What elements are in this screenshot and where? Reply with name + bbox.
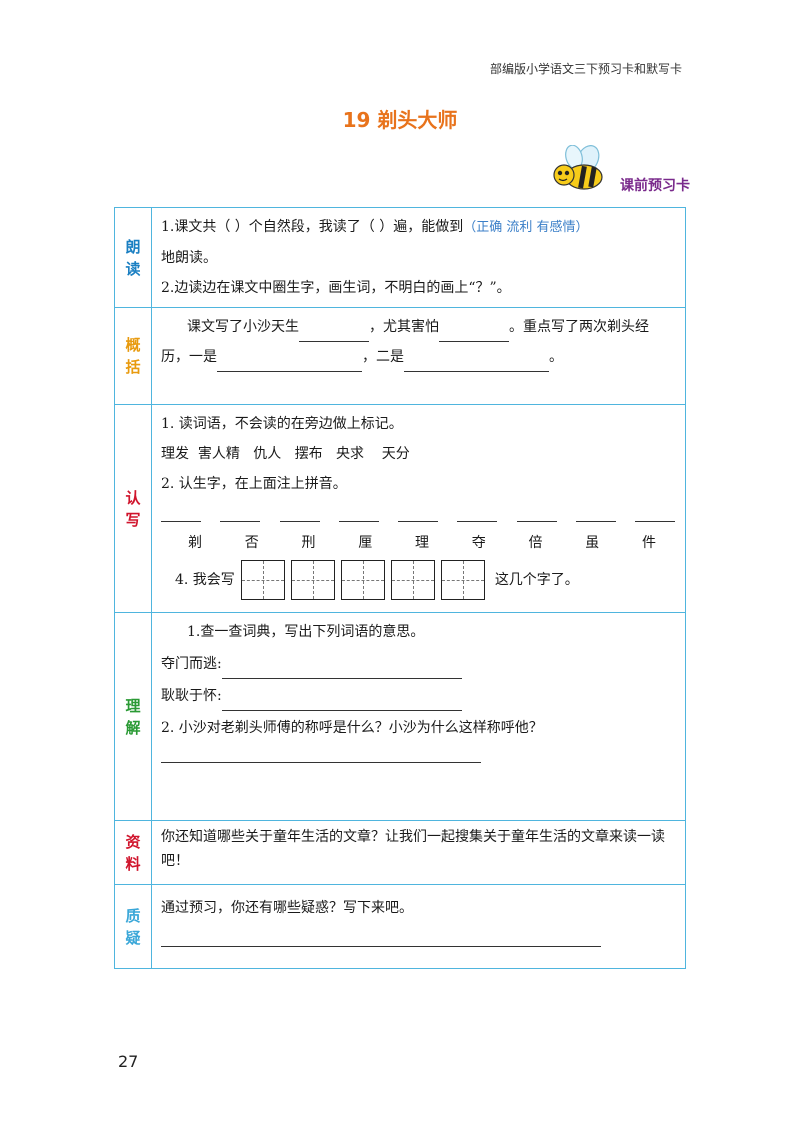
new-character: 否 <box>244 535 259 551</box>
word2-meaning-blank[interactable] <box>221 692 462 711</box>
new-character: 件 <box>642 535 656 551</box>
reading-q1-end: 地朗读。 <box>161 250 217 266</box>
summary-blank-2[interactable] <box>439 323 509 342</box>
new-character: 夺 <box>471 535 486 551</box>
new-characters: 剃 否 刑 厘 理 夺 倍 虽 件 <box>161 522 677 558</box>
writing-grid-box[interactable] <box>440 560 485 600</box>
recognize-content: 1. 读词语，不会读的在旁边做上标记。 理发 害人精 仇人 摆布 央求 天分 2… <box>151 404 686 613</box>
pinyin-blank[interactable] <box>457 507 498 522</box>
writing-grid-box[interactable] <box>240 560 285 600</box>
reading-content: 1.课文共（ ）个自然段，我读了（ ）遍，能做到（正确 流利 有感情） 地朗读。… <box>151 207 686 308</box>
new-character: 刑 <box>301 535 316 551</box>
questions-answer-line[interactable] <box>161 945 601 947</box>
label-summary: 概括 <box>114 307 152 405</box>
page-title: 19 剃头大师 <box>342 108 458 132</box>
label-recognize: 认写 <box>114 404 152 613</box>
label-understand: 理解 <box>114 612 152 821</box>
writing-grid-box[interactable] <box>340 560 385 600</box>
understand-word2: 耿耿于怀: <box>161 681 677 711</box>
preview-card-badge: 课前预习卡 <box>550 145 690 195</box>
writing-suffix: 这几个字了。 <box>494 572 579 588</box>
questions-content: 通过预习，你还有哪些疑惑？写下来吧。 <box>151 884 686 969</box>
understand-word1: 夺门而逃: <box>161 649 677 679</box>
word1-meaning-blank[interactable] <box>221 660 462 679</box>
worksheet-table: 朗读 1.课文共（ ）个自然段，我读了（ ）遍，能做到（正确 流利 有感情） 地… <box>114 207 686 969</box>
new-character: 厘 <box>358 535 373 551</box>
new-character: 倍 <box>528 535 543 551</box>
reading-requirements: （正确 流利 有感情） <box>463 220 589 235</box>
row-summary: 概括 课文写了小沙天生，尤其害怕。重点写了两次剃头经 历，一是，二是。 <box>114 307 686 405</box>
label-questions: 质疑 <box>114 884 152 969</box>
pinyin-blank[interactable] <box>575 507 616 522</box>
recognize-q2: 2. 认生字，在上面注上拼音。 <box>161 476 347 492</box>
bee-icon <box>553 145 603 190</box>
reading-q1: 1.课文共（ ）个自然段，我读了（ ）遍，能做到（正确 流利 有感情） <box>161 219 589 235</box>
pinyin-blank[interactable] <box>279 507 320 522</box>
understand-q1: 1.查一查词典，写出下列词语的意思。 <box>187 624 425 640</box>
pinyin-blank[interactable] <box>220 507 261 522</box>
new-character: 虽 <box>585 535 600 551</box>
reading-q2: 2.边读边在课文中圈生字，画生词，不明白的画上“？”。 <box>161 280 511 296</box>
summary-content: 课文写了小沙天生，尤其害怕。重点写了两次剃头经 历，一是，二是。 <box>151 307 686 405</box>
new-character: 剃 <box>188 535 202 551</box>
understand-content: 1.查一查词典，写出下列词语的意思。 夺门而逃: 耿耿于怀: 2. 小沙对老剃头… <box>151 612 686 821</box>
summary-blank-1[interactable] <box>299 323 369 342</box>
pinyin-blank[interactable] <box>635 507 675 522</box>
resources-content: 你还知道哪些关于童年生活的文章？让我们一起搜集关于童年生活的文章来读一读吧！ <box>151 820 686 885</box>
pinyin-blanks <box>161 507 677 522</box>
summary-line2: 历，一是，二是。 <box>161 342 677 372</box>
answer-line[interactable] <box>161 761 481 763</box>
new-character: 理 <box>415 535 429 551</box>
questions-text: 通过预习，你还有哪些疑惑？写下来吧。 <box>161 900 413 916</box>
page-number: 27 <box>118 1052 139 1071</box>
recognize-q1: 1. 读词语，不会读的在旁边做上标记。 <box>161 416 403 432</box>
row-recognize: 认写 1. 读词语，不会读的在旁边做上标记。 理发 害人精 仇人 摆布 央求 天… <box>114 404 686 613</box>
writing-grid-box[interactable] <box>390 560 435 600</box>
summary-blank-3[interactable] <box>217 353 362 372</box>
row-resources: 资料 你还知道哪些关于童年生活的文章？让我们一起搜集关于童年生活的文章来读一读吧… <box>114 820 686 885</box>
summary-line1: 课文写了小沙天生，尤其害怕。重点写了两次剃头经 <box>161 312 677 342</box>
pinyin-blank[interactable] <box>516 507 557 522</box>
row-reading: 朗读 1.课文共（ ）个自然段，我读了（ ）遍，能做到（正确 流利 有感情） 地… <box>114 207 686 308</box>
pinyin-blank[interactable] <box>161 507 201 522</box>
pinyin-blank[interactable] <box>398 507 438 522</box>
understand-q2: 2. 小沙对老剃头师傅的称呼是什么？小沙为什么这样称呼他？ <box>161 720 543 736</box>
writing-prompt: 4. 我会写 <box>175 572 235 588</box>
writing-practice: 4. 我会写 这几个字了。 <box>161 560 677 600</box>
label-reading: 朗读 <box>114 207 152 308</box>
row-understand: 理解 1.查一查词典，写出下列词语的意思。 夺门而逃: 耿耿于怀: 2. 小沙对… <box>114 612 686 821</box>
row-questions: 质疑 通过预习，你还有哪些疑惑？写下来吧。 <box>114 884 686 969</box>
recognize-words: 理发 害人精 仇人 摆布 央求 天分 <box>161 446 410 462</box>
series-header: 部编版小学语文三下预习卡和默写卡 <box>489 62 682 76</box>
summary-blank-4[interactable] <box>404 353 549 372</box>
preview-card-label: 课前预习卡 <box>620 178 690 194</box>
writing-grid-box[interactable] <box>290 560 335 600</box>
pinyin-blank[interactable] <box>338 507 379 522</box>
label-resources: 资料 <box>114 820 152 885</box>
resources-text: 你还知道哪些关于童年生活的文章？让我们一起搜集关于童年生活的文章来读一读吧！ <box>161 829 665 869</box>
